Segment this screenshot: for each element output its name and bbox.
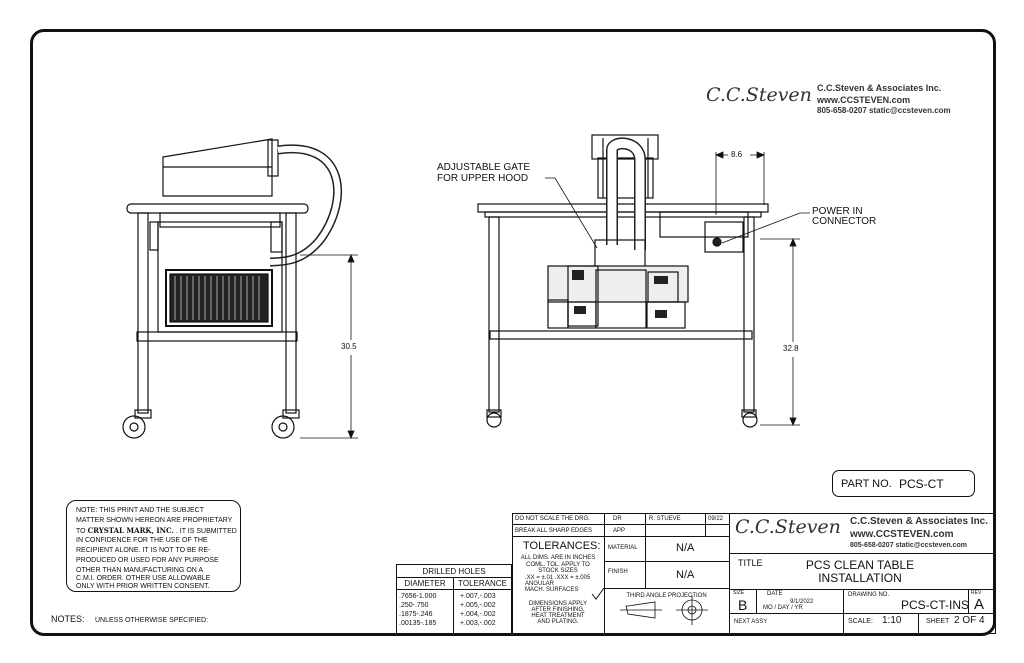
table-cell: .7656-1.000 [399,593,437,600]
material-value: N/A [676,542,695,554]
table-cell: .00135-.185 [399,620,437,627]
finish-value: N/A [676,569,695,581]
drawing-title-line2: INSTALLATION [818,571,902,585]
break-edges-note: BREAK ALL SHARP EDGES [515,528,593,534]
company-website: www.CCSTEVEN.com [817,95,911,105]
finish-note-line: HEAT TREATMENT [531,613,585,619]
tolerance-line: ANGULAR [525,581,555,587]
table-cell: .250-.750 [399,602,429,609]
note-company-name: CRYSTAL MARK, INC. [87,526,174,535]
date-value: 9/1/2022 [790,599,814,605]
tolerance-line: MACH. SURFACES [525,587,579,593]
table-cell: +.004,-.002 [460,611,496,618]
callout-gate-line1: ADJUSTABLE GATE [437,162,530,173]
notes-text: UNLESS OTHERWISE SPECIFIED: [95,617,209,624]
column-header: DIAMETER [404,579,446,588]
finish-label: FINISH [608,569,628,575]
drawn-date: 09/22 [708,516,724,522]
note-line: RECIPIENT ALONE. IT IS NOT TO BE RE- [76,547,211,554]
scale-label: SCALE: [848,618,873,625]
projection-symbol [620,595,708,625]
finish-note-line: AND PLATING. [537,619,579,625]
size-value: B [738,597,748,613]
tolerances-heading: TOLERANCES: [523,540,601,552]
front-view-table [477,134,769,428]
dimension-left-value: 30.5 [341,342,357,351]
part-number-label: PART NO. [841,478,892,490]
dimension-right-value: 32.8 [783,344,799,353]
column-header: TOLERANCE [458,579,507,588]
drilled-holes-title: DRILLED HOLES [422,567,486,576]
table-cell: +.007,-.003 [460,593,496,600]
tolerance-line: COML. TOL. APPLY TO [526,562,590,568]
company-signature-logo: C.C.Steven [706,84,812,106]
drawing-number: PCS-CT-INS [901,598,970,612]
scale-value: 1:10 [882,615,902,626]
part-number-box: PART NO. PCS-CT [832,470,975,497]
finish-note-line: DIMENSIONS APPLY [528,601,588,607]
note-line: PRODUCED OR USED FOR ANY PURPOSE [76,557,219,564]
notes-label: NOTES: [51,614,85,624]
part-number-value: PCS-CT [899,477,944,491]
approved-label: APP [613,528,626,534]
no-scale-note: DO NOT SCALE THE DRG. [515,516,590,522]
title-block-signature-logo: C.C.Steven [735,516,841,538]
callout-power-line2: CONNECTOR [812,216,877,227]
surface-finish-symbol [591,587,605,600]
size-label: SIZE [733,590,745,596]
tolerance-line: STOCK SIZES [538,568,578,574]
drawing-border [30,29,996,636]
drawn-by-label: DR [613,516,622,522]
title-block-company-contact: 805-658-0207 static@ccsteven.com [850,542,967,549]
sheet-value: 2 OF 4 [954,615,985,626]
revision-label: REV [971,590,982,596]
next-assembly-label: NEXT ASSY [734,619,768,625]
note-line: C.M.I. ORDER. OTHER USE ALLOWABLE [76,575,211,582]
drawing-title-line1: PCS CLEAN TABLE [805,558,915,572]
note-line-company: TO CRYSTAL MARK, INC. . IT IS SUBMITTED [76,526,237,535]
leader-lines [545,177,810,249]
drilled-holes-table: DRILLED HOLES DIAMETER TOLERANCE .7656-1… [396,564,512,634]
revision-value: A [974,596,985,613]
tolerance-line: ALL DIMS. ARE IN INCHES [520,555,596,561]
dimension-right-height [760,237,800,427]
side-view-table [122,138,343,439]
table-cell: +.005,-.002 [460,602,496,609]
title-block-company-name: C.C.Steven & Associates Inc. [850,516,989,527]
dimension-left-height [300,253,358,440]
title-block [512,513,996,634]
projection-label: THIRD ANGLE PROJECTION [626,593,707,599]
company-name: C.C.Steven & Associates Inc. [817,83,942,93]
tolerance-line: .XX = ±.01 .XXX = ±.005 [525,575,591,581]
drawing-number-label: DRAWING NO. [848,592,890,598]
dimension-top-offset [714,151,766,215]
proprietary-note: NOTE: THIS PRINT AND THE SUBJECT MATTER … [66,500,241,592]
table-cell: +.003,-.002 [460,620,496,627]
title-label: TITLE [738,558,763,568]
date-label: DATE [767,591,783,597]
note-line: MATTER SHOWN HEREON ARE PROPRIETARY [76,517,233,524]
title-block-company-website: www.CCSTEVEN.com [850,529,954,540]
callout-gate-line2: FOR UPPER HOOD [437,173,529,184]
note-line: ONLY WITH PRIOR WRITTEN CONSENT. [76,583,210,590]
note-line: NOTE: THIS PRINT AND THE SUBJECT [76,507,204,514]
table-cell: .1875-.246 [399,611,433,618]
material-label: MATERIAL [608,545,638,551]
note-line: IN CONFIDENCE FOR THE USE OF THE [76,537,208,544]
callout-power-line1: POWER IN [812,206,863,217]
drawn-by-name: R. STUEVE [649,516,681,522]
date-format: MO / DAY / YR [763,605,803,611]
dimension-top-value: 8.6 [731,150,743,159]
sheet-label: SHEET [926,618,950,625]
finish-note-line: AFTER FINISHING, [531,607,585,613]
note-line: OTHER THAN MANUFACTURING ON A [76,567,204,574]
company-contact: 805-658-0207 static@ccsteven.com [817,106,951,115]
